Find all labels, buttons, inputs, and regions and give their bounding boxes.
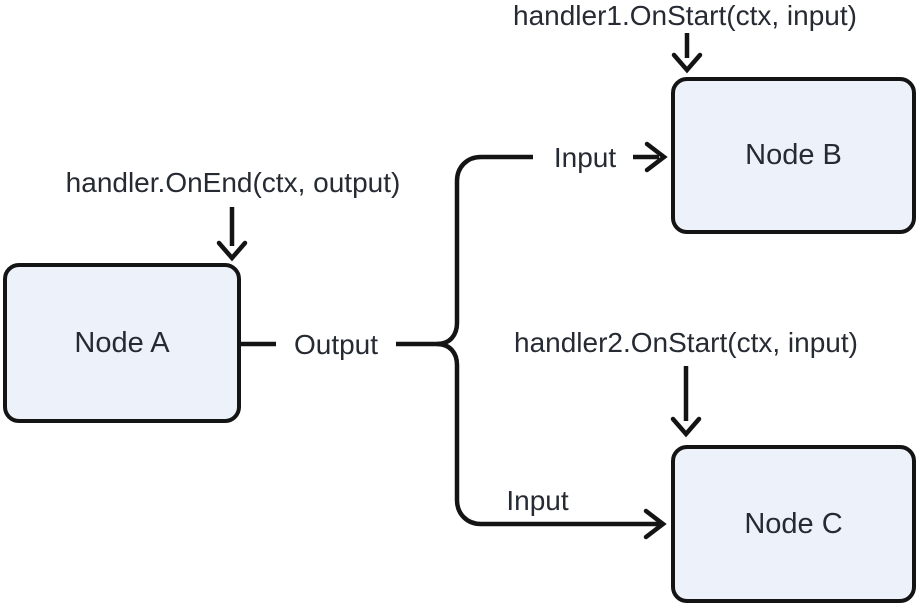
edge-branch-down — [436, 341, 660, 527]
edge-label-output: Output — [276, 326, 396, 364]
node-c-label: Node C — [744, 507, 843, 540]
onend-arrowhead — [216, 240, 248, 262]
edge-branch-up — [436, 154, 533, 347]
annotation-handler-onend: handler.OnEnd(ctx, output) — [65, 167, 401, 198]
node-c: Node C — [671, 445, 916, 603]
arrowhead-into-node-b — [644, 141, 668, 173]
annotation-handler1-onstart: handler1.OnStart(ctx, input) — [513, 0, 857, 31]
node-a-label: Node A — [74, 326, 170, 359]
edge-label-input-to-c: Input — [506, 485, 569, 516]
node-b: Node B — [671, 77, 916, 234]
node-b-label: Node B — [745, 139, 842, 171]
annotation-handler2-onstart: handler2.OnStart(ctx, input) — [514, 327, 858, 358]
node-a: Node A — [3, 263, 241, 423]
handler1-arrowhead — [671, 52, 703, 74]
arrowhead-into-node-c — [643, 508, 667, 540]
edge-label-input-to-b: Input — [543, 140, 627, 176]
handler2-arrowhead — [670, 416, 702, 438]
